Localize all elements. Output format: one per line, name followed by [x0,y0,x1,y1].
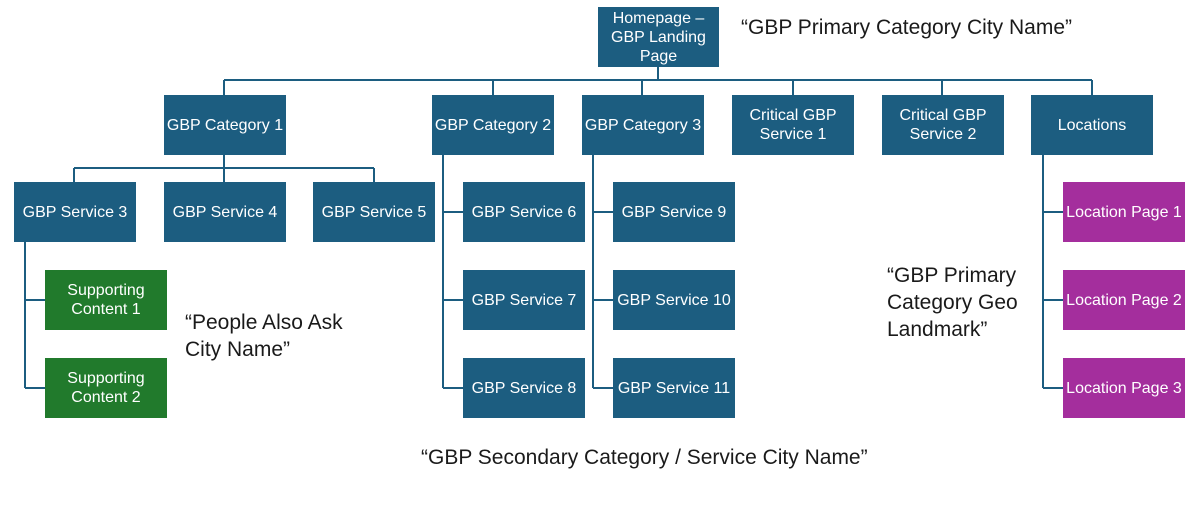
gbp-service-8-node: GBP Service 8 [463,358,585,418]
supporting-content-1-node: Supporting Content 1 [45,270,167,330]
gbp-category-1-node: GBP Category 1 [164,95,286,155]
critical-service-1-node: Critical GBP Service 1 [732,95,854,155]
gbp-service-5-node: GBP Service 5 [313,182,435,242]
gbp-service-6-node: GBP Service 6 [463,182,585,242]
caption-secondary-city: “GBP Secondary Category / Service City N… [421,446,868,469]
gbp-service-3-node: GBP Service 3 [14,182,136,242]
gbp-category-2-node: GBP Category 2 [432,95,554,155]
gbp-service-7-node: GBP Service 7 [463,270,585,330]
caption-geo-landmark: “GBP Primary Category Geo Landmark” [887,264,1018,341]
locations-node: Locations [1031,95,1153,155]
gbp-service-4-node: GBP Service 4 [164,182,286,242]
gbp-service-10-node: GBP Service 10 [613,270,735,330]
caption-people-also-ask: “People Also Ask City Name” [185,311,343,361]
gbp-service-11-node: GBP Service 11 [613,358,735,418]
location-page-1-node: Location Page 1 [1063,182,1185,242]
gbp-category-3-node: GBP Category 3 [582,95,704,155]
critical-service-2-node: Critical GBP Service 2 [882,95,1004,155]
supporting-content-2-node: Supporting Content 2 [45,358,167,418]
homepage-node: Homepage – GBP Landing Page [598,7,719,67]
location-page-3-node: Location Page 3 [1063,358,1185,418]
location-page-2-node: Location Page 2 [1063,270,1185,330]
gbp-service-9-node: GBP Service 9 [613,182,735,242]
caption-primary-city: “GBP Primary Category City Name” [741,16,1073,39]
